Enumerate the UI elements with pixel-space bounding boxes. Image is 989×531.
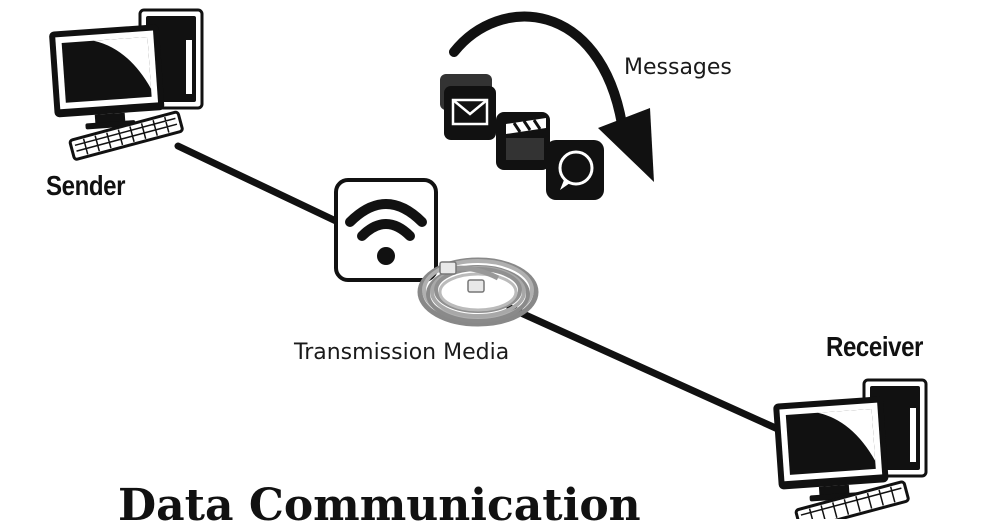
messages-label: Messages [624, 55, 732, 80]
curved-arrow-icon [449, 11, 654, 182]
receiver-computer-icon [773, 378, 928, 519]
receiver-label: Receiver [826, 331, 923, 362]
transmission-media-label: Transmission Media [294, 340, 510, 365]
video-clapper-icon [496, 112, 550, 170]
sender-computer-icon [49, 8, 204, 161]
data-communication-diagram [49, 8, 928, 519]
network-cable-icon [417, 257, 539, 327]
wifi-icon [334, 178, 438, 282]
chat-bubble-icon [546, 140, 604, 200]
page-title: Data Communication [118, 480, 641, 531]
link-sender-to-media [174, 142, 342, 226]
link-media-to-receiver [506, 304, 784, 434]
sender-label: Sender [46, 170, 126, 201]
mail-icon [440, 74, 496, 140]
